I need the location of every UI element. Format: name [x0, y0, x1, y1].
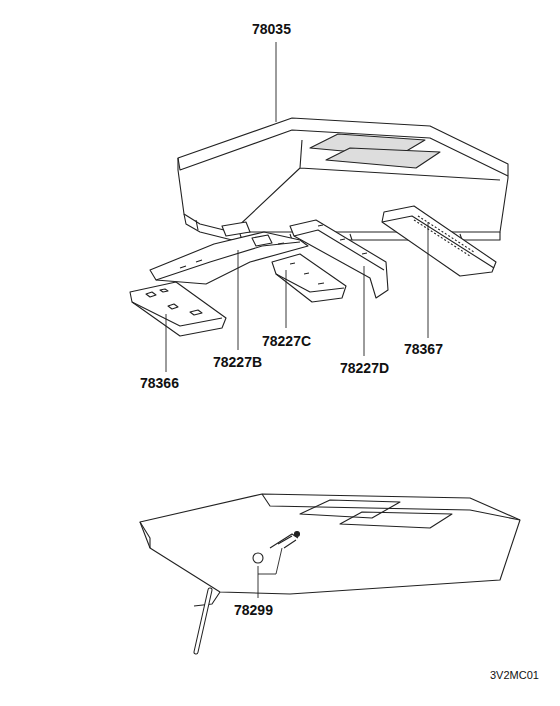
- headliner: [140, 494, 520, 606]
- callout-number: 78367: [404, 342, 443, 356]
- callout-number: 78227D: [340, 361, 389, 375]
- callout-number: 78366: [140, 376, 179, 390]
- drawing-code: 3V2MC01: [490, 670, 539, 681]
- roof-reinforcement: [130, 282, 226, 336]
- roof-bow: [290, 220, 388, 298]
- callout-number: 78227B: [213, 355, 262, 369]
- leader-lines: [166, 42, 428, 598]
- callout-number: 78227C: [262, 334, 311, 348]
- callout-number: 78035: [252, 22, 291, 36]
- roof-reinforcement: [382, 206, 496, 276]
- callout-number: 78299: [234, 603, 273, 617]
- headliner-clip: [196, 532, 300, 653]
- roof-bow: [272, 254, 346, 302]
- roof-panel: [178, 118, 508, 240]
